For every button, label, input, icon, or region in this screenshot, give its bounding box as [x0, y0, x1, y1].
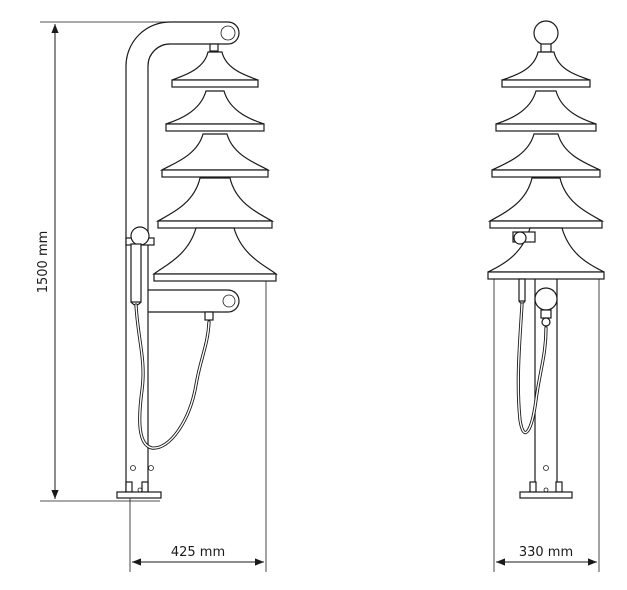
side-shades	[152, 51, 278, 282]
front-pole	[534, 279, 558, 492]
side-width-label: 425 mm	[171, 545, 225, 560]
front-width-label: 330 mm	[519, 545, 573, 560]
front-shades	[487, 51, 605, 280]
side-width-dimension: 425 mm	[129, 281, 267, 572]
front-base-plate	[519, 491, 573, 499]
side-pole	[125, 21, 240, 492]
side-arm	[148, 289, 240, 313]
front-view	[487, 20, 605, 499]
side-view	[116, 21, 278, 499]
height-label: 1500 mm	[36, 231, 51, 294]
height-dimension: 1500 mm	[36, 21, 170, 502]
front-width-dimension: 330 mm	[493, 279, 600, 572]
side-base-plate	[116, 491, 162, 499]
